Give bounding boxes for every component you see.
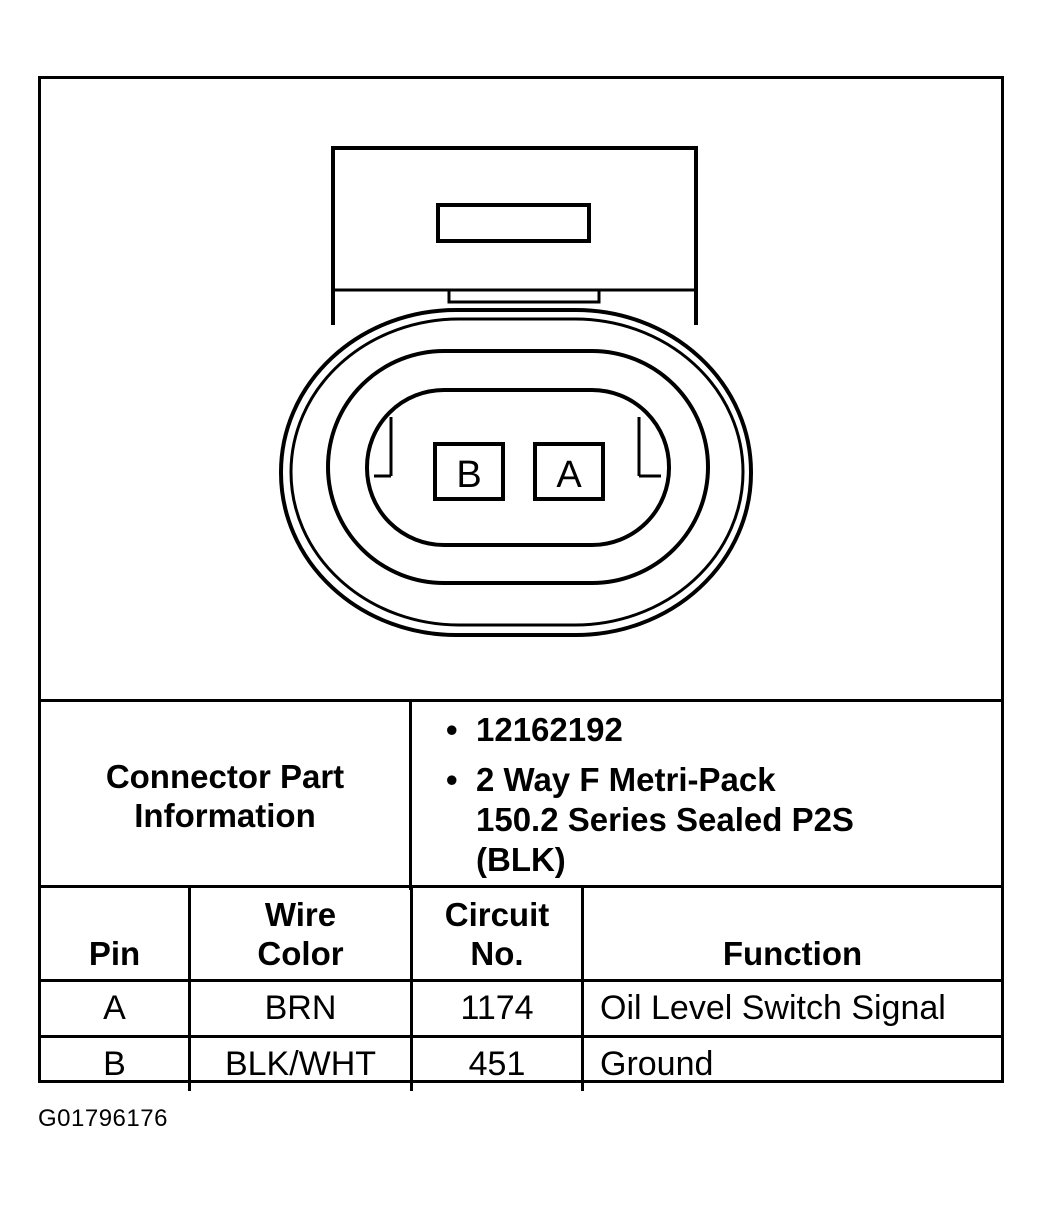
pin-label-b: B xyxy=(456,454,481,496)
latch-tab xyxy=(447,288,601,304)
row-wire-color: BRN xyxy=(189,979,413,1037)
connector-part-info-table: Connector Part Information 12162192 2 Wa… xyxy=(41,699,1001,890)
row-circuit: 451 xyxy=(411,1035,584,1091)
table-row: B BLK/WHT 451 Ground xyxy=(41,1035,1001,1091)
pin-table-header: Pin Wire Color Circuit No. Function xyxy=(41,885,1001,981)
latch-slot xyxy=(436,203,591,243)
pin-table: Pin Wire Color Circuit No. Function A BR… xyxy=(41,885,1001,1091)
connector-cavity xyxy=(365,388,671,547)
header-function: Function xyxy=(582,885,1001,981)
table-row: A BRN 1174 Oil Level Switch Signal xyxy=(41,979,1001,1037)
row-function: Ground xyxy=(582,1035,1001,1091)
diagram-frame: B A Connector Part Information 12162192 … xyxy=(38,76,1004,1091)
row-wire-color: BLK/WHT xyxy=(189,1035,413,1091)
row-pin: B xyxy=(41,1035,191,1091)
pin-cavity-b xyxy=(433,442,505,501)
row-pin: A xyxy=(41,979,191,1037)
header-wire-color: Wire Color xyxy=(189,885,413,981)
row-circuit: 1174 xyxy=(411,979,584,1037)
header-pin: Pin xyxy=(41,885,191,981)
figure-id: G01796176 xyxy=(38,1105,168,1132)
connector-part-info-label: Connector Part Information xyxy=(41,699,412,890)
connector-inner-ring xyxy=(326,349,710,585)
connector-outer-seal-inner xyxy=(289,317,745,627)
connector-outer-seal xyxy=(279,308,753,637)
connector-description: 2 Way F Metri-Pack 150.2 Series Sealed P… xyxy=(446,760,856,880)
connector-latch-body xyxy=(331,146,698,325)
connector-part-info-values: 12162192 2 Way F Metri-Pack 150.2 Series… xyxy=(410,699,1001,890)
part-number: 12162192 xyxy=(446,710,1001,750)
pin-label-a: A xyxy=(556,454,582,496)
header-circuit-no: Circuit No. xyxy=(411,885,584,981)
row-function: Oil Level Switch Signal xyxy=(582,979,1001,1037)
pin-cavity-a xyxy=(533,442,605,501)
connector-face-diagram: B A xyxy=(279,146,753,637)
